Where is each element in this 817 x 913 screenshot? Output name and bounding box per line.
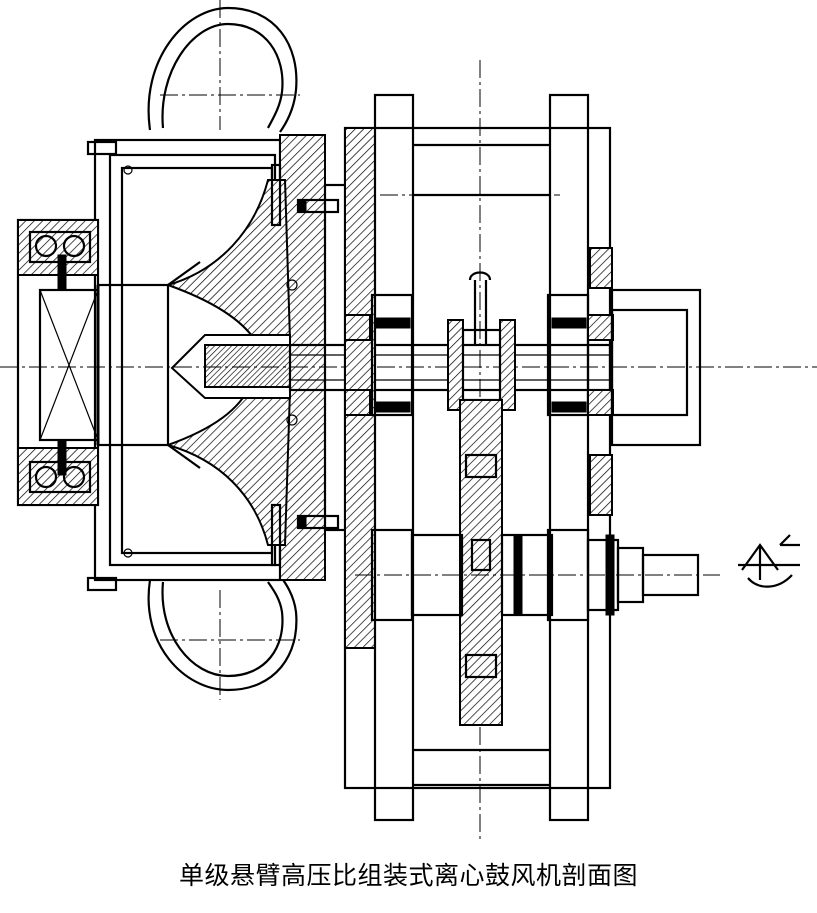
impeller bbox=[0, 163, 817, 567]
inlet-duct bbox=[96, 261, 201, 469]
bull-gear bbox=[459, 399, 503, 726]
upper-pinion bbox=[447, 271, 516, 411]
figure-caption: 单级悬臂高压比组装式离心鼓风机剖面图 bbox=[178, 861, 638, 890]
inlet-bearing-housing bbox=[16, 218, 100, 507]
upper-shaft-bearings bbox=[344, 293, 614, 417]
drive-shaft bbox=[355, 528, 720, 622]
casing-bolts bbox=[286, 198, 340, 530]
blower-section-drawing bbox=[0, 0, 817, 840]
section-view-mark bbox=[738, 534, 800, 588]
volute-casing bbox=[147, 0, 300, 700]
output-coupling-housing bbox=[589, 247, 702, 516]
